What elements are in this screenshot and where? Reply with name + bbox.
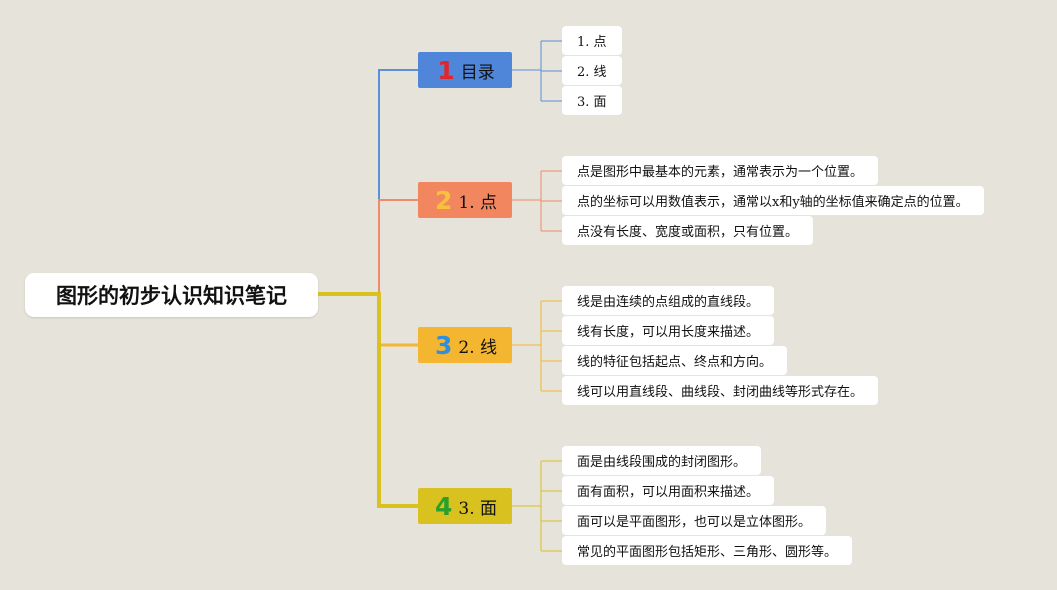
leaf-text: 线的特征包括起点、终点和方向。 xyxy=(577,355,773,370)
leaf-text: 点是图形中最基本的元素，通常表示为一个位置。 xyxy=(577,165,864,180)
root-connector xyxy=(318,69,418,295)
leaf-text: 线有长度，可以用长度来描述。 xyxy=(577,325,760,340)
leaf-text: 线是由连续的点组成的直线段。 xyxy=(577,295,760,310)
leaf-text: 点的坐标可以用数值表示，通常以x和y轴的坐标值来确定点的位置。 xyxy=(577,195,969,210)
root-connector xyxy=(318,292,418,508)
branch-contents[interactable]: 1 目录 xyxy=(418,52,512,88)
branch-surface[interactable]: 4 3. 面 xyxy=(418,488,512,524)
branch-line[interactable]: 3 2. 线 xyxy=(418,327,512,363)
number-1-icon: 1 xyxy=(437,55,455,85)
number-4-icon: 4 xyxy=(434,491,453,521)
leaf-node[interactable]: 线有长度，可以用长度来描述。 xyxy=(562,316,775,345)
branch-label: 2. 线 xyxy=(458,337,498,358)
leaf-node[interactable]: 点的坐标可以用数值表示，通常以x和y轴的坐标值来确定点的位置。 xyxy=(562,186,984,215)
leaf-text: 3. 面 xyxy=(577,95,607,110)
leaf-text: 面可以是平面图形，也可以是立体图形。 xyxy=(577,515,812,530)
leaf-node[interactable]: 线的特征包括起点、终点和方向。 xyxy=(562,346,788,375)
leaf-text: 常见的平面图形包括矩形、三角形、圆形等。 xyxy=(577,545,838,560)
leaf-node[interactable]: 面有面积，可以用面积来描述。 xyxy=(562,476,775,505)
leaf-node[interactable]: 面可以是平面图形，也可以是立体图形。 xyxy=(562,506,827,535)
leaf-node[interactable]: 常见的平面图形包括矩形、三角形、圆形等。 xyxy=(562,536,853,565)
leaf-text: 线可以用直线段、曲线段、封闭曲线等形式存在。 xyxy=(577,385,864,400)
leaf-node[interactable]: 3. 面 xyxy=(562,86,622,115)
branch-label: 目录 xyxy=(460,62,495,83)
leaf-text: 面有面积，可以用面积来描述。 xyxy=(577,485,760,500)
leaf-text: 面是由线段围成的封闭图形。 xyxy=(577,455,747,470)
leaf-text: 点没有长度、宽度或面积，只有位置。 xyxy=(577,225,799,240)
leaf-node[interactable]: 点没有长度、宽度或面积，只有位置。 xyxy=(562,216,814,245)
leaf-node[interactable]: 线是由连续的点组成的直线段。 xyxy=(562,286,775,315)
leaf-text: 2. 线 xyxy=(577,65,607,80)
number-2-icon: 2 xyxy=(434,185,453,215)
root-topic[interactable]: 图形的初步认识知识笔记 xyxy=(25,273,318,317)
leaf-node[interactable]: 面是由线段围成的封闭图形。 xyxy=(562,446,762,475)
leaf-node[interactable]: 1. 点 xyxy=(562,26,622,55)
leaf-node[interactable]: 2. 线 xyxy=(562,56,622,85)
root-connector xyxy=(318,292,418,347)
root-connector xyxy=(378,199,418,294)
number-3-icon: 3 xyxy=(434,330,453,360)
branch-point[interactable]: 2 1. 点 xyxy=(418,182,512,218)
branch-label: 1. 点 xyxy=(458,192,498,213)
leaf-text: 1. 点 xyxy=(577,35,607,50)
root-title: 图形的初步认识知识笔记 xyxy=(56,284,287,308)
leaf-node[interactable]: 点是图形中最基本的元素，通常表示为一个位置。 xyxy=(562,156,879,185)
leaf-node[interactable]: 线可以用直线段、曲线段、封闭曲线等形式存在。 xyxy=(562,376,879,405)
branch-label: 3. 面 xyxy=(458,498,498,519)
